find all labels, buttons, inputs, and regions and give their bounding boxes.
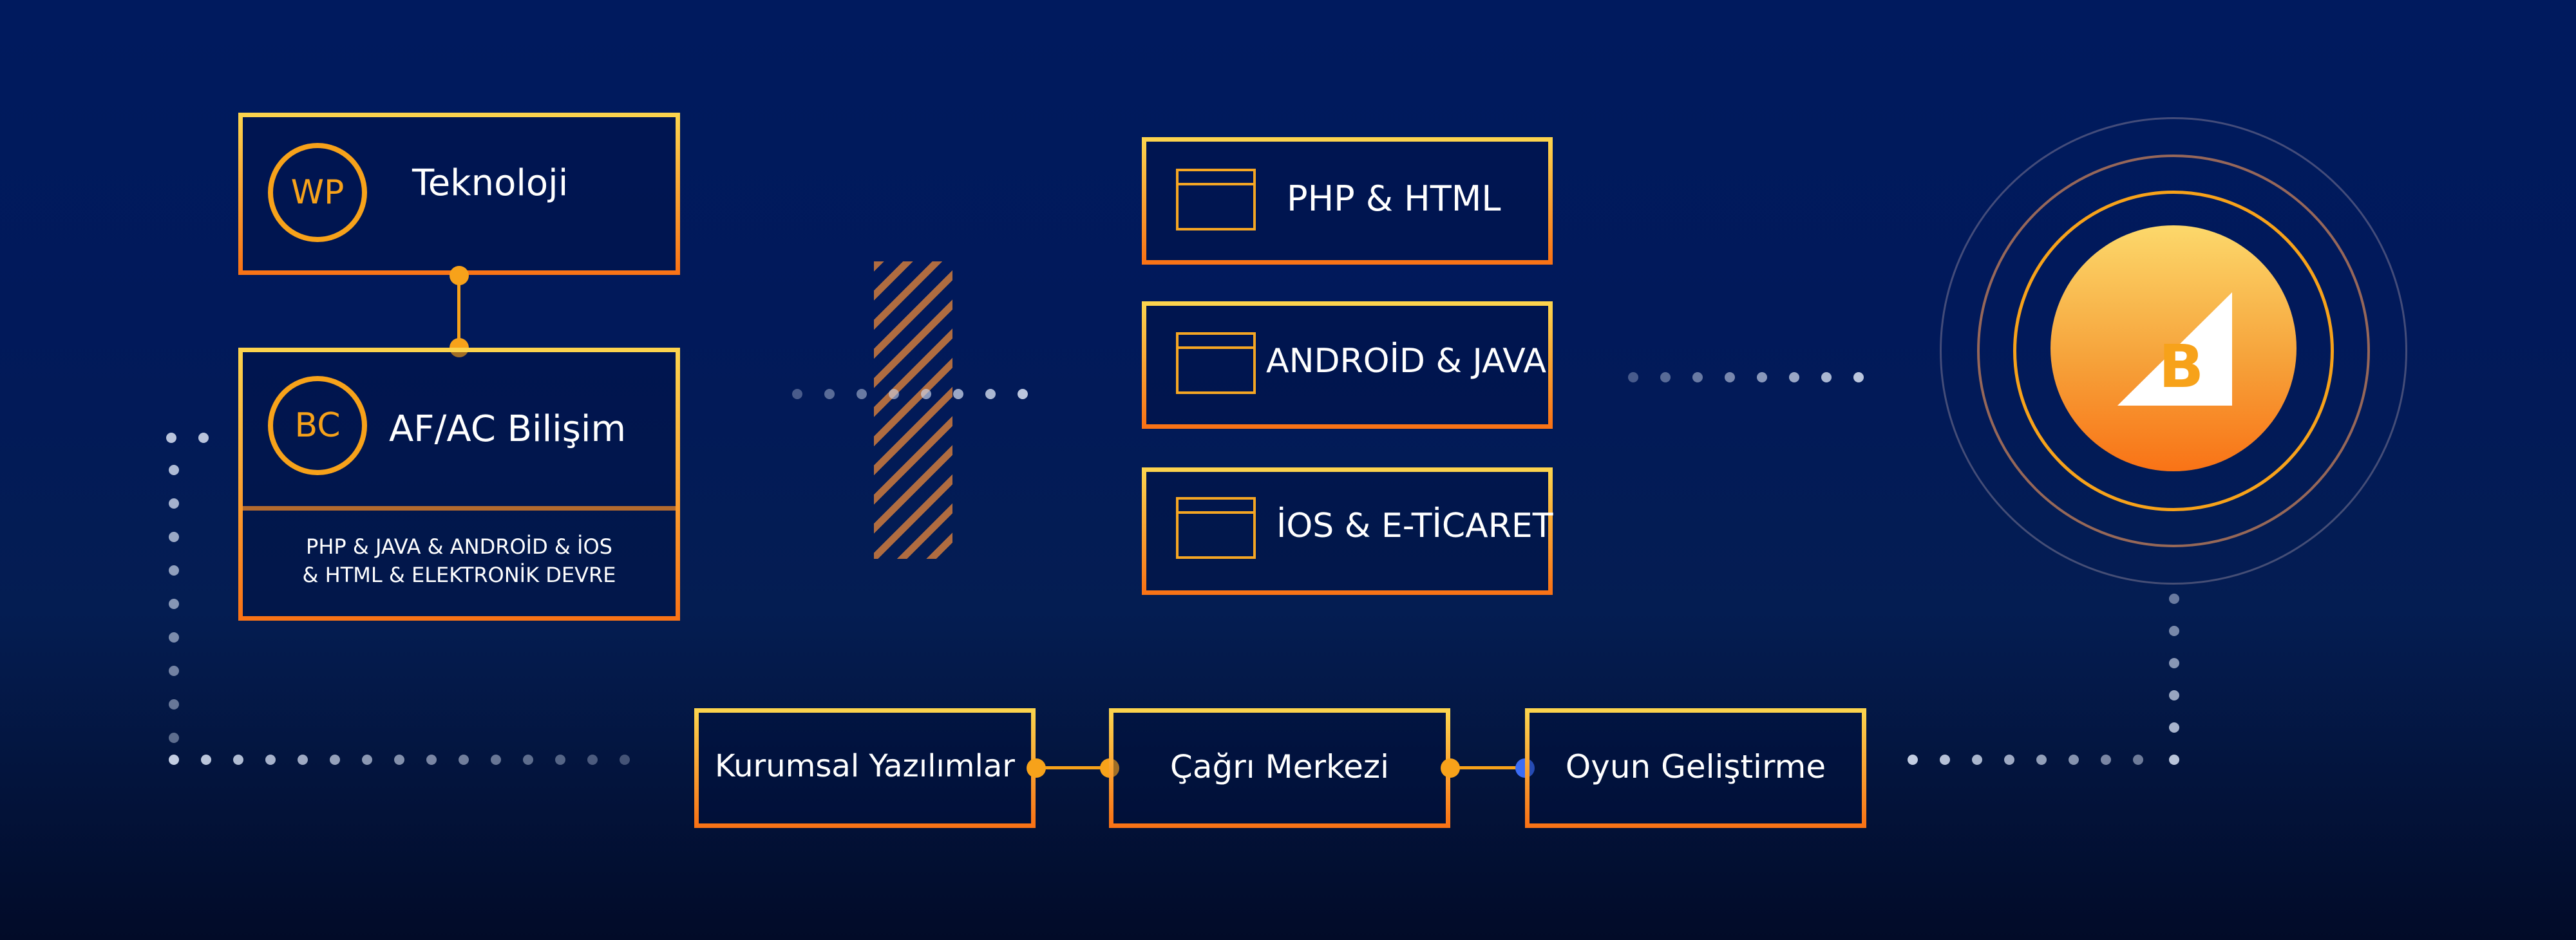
path-dot	[921, 389, 931, 399]
af-ac-bilisim-title: AF/AC Bilişim	[389, 408, 626, 450]
logo-ring-inner	[2013, 191, 2334, 511]
teknoloji-card[interactable]	[238, 113, 680, 275]
window-icon	[1176, 497, 1256, 559]
path-dot	[459, 755, 469, 765]
card-oyun-gelistirme[interactable]	[1525, 708, 1866, 828]
path-dot	[265, 755, 276, 765]
path-dot	[2169, 626, 2179, 636]
path-dot	[2036, 755, 2047, 765]
path-dot	[2169, 594, 2179, 604]
path-dot	[1660, 372, 1671, 382]
service-label-android-java: ANDROİD & JAVA	[1266, 342, 1547, 381]
card-connector-line	[457, 276, 460, 348]
path-dot	[2101, 755, 2111, 765]
teknoloji-title: Teknoloji	[412, 162, 569, 204]
path-dot	[169, 755, 179, 765]
bottom-connector-line-1	[1036, 766, 1110, 769]
path-dot	[792, 389, 802, 399]
logo-ring-middle	[1977, 155, 2370, 547]
window-icon	[1176, 169, 1256, 230]
path-dot	[1757, 372, 1767, 382]
path-dot	[169, 699, 179, 710]
path-dot	[362, 755, 372, 765]
path-dot	[166, 433, 176, 443]
wp-badge-icon: WP	[268, 143, 367, 242]
b-triangle-icon	[2117, 292, 2232, 406]
path-dot	[394, 755, 404, 765]
path-dot	[426, 755, 437, 765]
path-dot	[169, 666, 179, 676]
label-oyun-gelistirme: Oyun Geliştirme	[1565, 748, 1826, 785]
service-card-android-java[interactable]	[1142, 301, 1553, 429]
path-dot	[857, 389, 867, 399]
path-dot	[824, 389, 835, 399]
bottom-connector-line-2	[1450, 766, 1526, 769]
bigcommerce-logo-icon[interactable]	[2050, 225, 2297, 471]
path-dot	[1940, 755, 1950, 765]
service-label-php-html: PHP & HTML	[1287, 178, 1501, 219]
path-dot	[2169, 690, 2179, 700]
path-dot	[201, 755, 211, 765]
path-dot	[953, 389, 963, 399]
path-dot	[1972, 755, 1982, 765]
path-dot	[889, 389, 899, 399]
path-dot	[523, 755, 533, 765]
path-dot	[1628, 372, 1638, 382]
path-dot	[2069, 755, 2079, 765]
b-logo-letter: B	[2159, 332, 2204, 401]
path-dot	[555, 755, 565, 765]
path-dot	[2169, 755, 2179, 765]
card-cagri-merkezi[interactable]	[1109, 708, 1450, 828]
bc-desc-line-2: & HTML & ELEKTRONİK DEVRE	[302, 563, 616, 587]
path-dot	[298, 755, 308, 765]
bottom-joint-2a	[1441, 758, 1460, 778]
path-dot	[169, 498, 179, 509]
path-dot	[620, 755, 630, 765]
path-dot	[2004, 755, 2014, 765]
bc-badge-icon: BC	[268, 376, 367, 475]
path-dot	[330, 755, 340, 765]
path-dot	[1018, 389, 1028, 399]
path-dot	[1692, 372, 1703, 382]
path-dot	[169, 599, 179, 609]
path-dot	[587, 755, 598, 765]
card-kurumsal-yazilimlar[interactable]	[694, 708, 1036, 828]
bottom-joint-1a	[1027, 758, 1046, 778]
path-dot	[491, 755, 501, 765]
path-dot	[169, 733, 179, 743]
path-dot	[169, 565, 179, 576]
path-dot	[2169, 722, 2179, 733]
service-label-ios-eticaret: İOS & E-TİCARET	[1276, 507, 1553, 545]
label-kurumsal-yazilimlar: Kurumsal Yazılımlar	[714, 748, 1015, 784]
service-card-php-html[interactable]	[1142, 137, 1553, 265]
path-dot	[1853, 372, 1864, 382]
path-dot	[1725, 372, 1735, 382]
path-dot	[2169, 658, 2179, 668]
connector-joint-top	[450, 266, 469, 285]
card-divider	[243, 506, 676, 511]
path-dot	[233, 755, 243, 765]
window-icon	[1176, 332, 1256, 394]
path-dot	[985, 389, 996, 399]
logo-ring-outer	[1940, 117, 2407, 585]
path-dot	[1789, 372, 1799, 382]
path-dot	[1821, 372, 1832, 382]
path-dot	[2133, 755, 2143, 765]
path-dot	[1908, 755, 1918, 765]
label-cagri-merkezi: Çağrı Merkezi	[1170, 748, 1390, 785]
path-dot	[169, 532, 179, 542]
striped-divider-bar	[874, 261, 952, 559]
path-dot	[169, 632, 179, 643]
bc-desc-line-1: PHP & JAVA & ANDROİD & İOS	[306, 534, 612, 559]
path-dot	[198, 433, 209, 443]
service-card-ios-eticaret[interactable]	[1142, 467, 1553, 595]
path-dot	[169, 465, 179, 475]
